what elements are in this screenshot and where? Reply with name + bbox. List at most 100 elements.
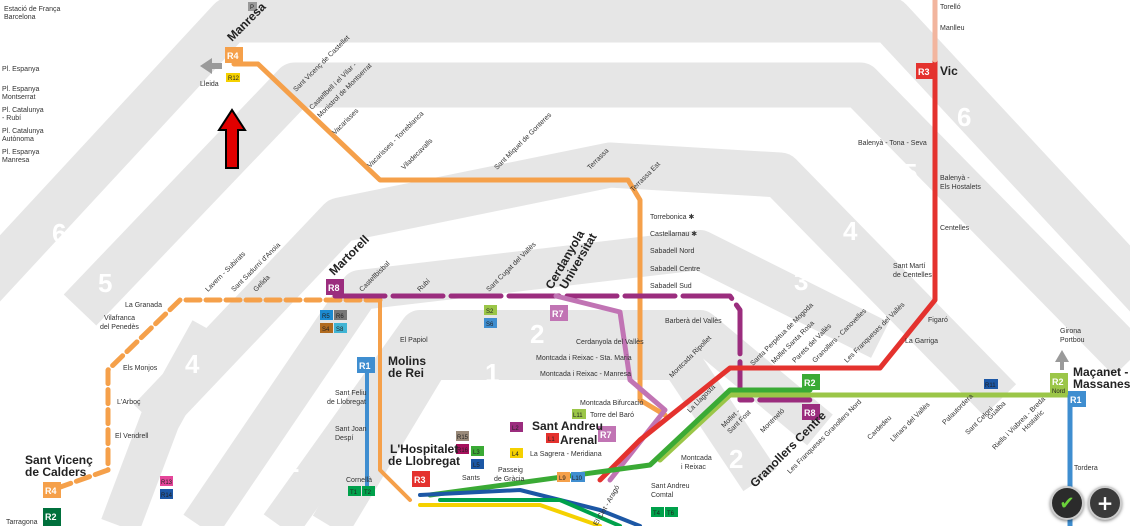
- zone-label: 3a: [402, 228, 431, 258]
- svg-text:R12: R12: [228, 76, 240, 82]
- station-hospitalet-2: de Llobregat: [388, 454, 460, 468]
- svg-text:S8: S8: [336, 327, 344, 333]
- station-sant-vicenc-calders-2: de Calders: [25, 465, 87, 479]
- badge-r4-calders: R4: [43, 482, 61, 498]
- check-button[interactable]: ✔: [1050, 486, 1084, 520]
- badge-r16: R16: [456, 444, 469, 454]
- r8-line: [332, 293, 813, 403]
- station-el-papiol: El Papiol: [400, 337, 428, 344]
- zone-label: 4: [485, 106, 500, 136]
- svg-text:S4: S4: [322, 327, 330, 333]
- station-estacio-franca-1: Estació de França: [4, 6, 61, 13]
- badge-l9: L9: [557, 472, 570, 482]
- station-autonoma: Autònoma: [2, 136, 34, 143]
- svg-text:L1: L1: [548, 437, 555, 443]
- station-montserrat: Montserrat: [2, 94, 36, 101]
- zone-label: 4: [843, 216, 858, 246]
- station-passeig-1: Passeig: [498, 467, 523, 474]
- svg-text:Nord: Nord: [1052, 389, 1065, 395]
- station-sants: Sants: [462, 475, 480, 482]
- svg-text:R1: R1: [1070, 395, 1082, 405]
- station-arenal: Arenal: [560, 433, 597, 447]
- r4-line-north: [231, 61, 668, 418]
- badge-t4: T4: [651, 507, 664, 517]
- station-macanet-2: Massanes: [1073, 377, 1130, 391]
- svg-text:R3: R3: [414, 475, 426, 485]
- zone-label: 3: [230, 394, 244, 424]
- check-icon: ✔: [1059, 492, 1075, 514]
- station-torrebonica: Torrebonica ✱: [650, 213, 695, 221]
- badge-r5: R5: [320, 310, 333, 320]
- svg-text:P: P: [250, 5, 254, 11]
- badge-l5: L5: [471, 459, 484, 469]
- badge-s2: S2: [484, 305, 497, 315]
- station-sant-joan-2: Despí: [335, 435, 353, 442]
- zone-label: 2: [729, 444, 743, 474]
- station-castellarnau: Castellarnau ✱: [650, 230, 697, 238]
- badge-r14: R14: [160, 489, 173, 499]
- badge-l10: L10: [571, 472, 585, 482]
- station-figaro: Figaró: [928, 317, 948, 324]
- station-sagrera: La Sagrera - Meridiana: [530, 451, 602, 458]
- station-sant-andreu: Sant Andreu: [532, 419, 603, 433]
- station-vacarisses-torre: Vacarisses - Torreblanca: [366, 110, 425, 169]
- plus-icon: +: [1096, 491, 1114, 515]
- svg-text:L2: L2: [512, 426, 519, 432]
- station-tordera: Tordera: [1074, 465, 1098, 472]
- zone-numbers: 6 5 4 3a 3 2 1 4 5 6 4 5 6 3 2 4 3 2: [52, 38, 971, 478]
- badge-r1-macanet: R1: [1068, 391, 1086, 407]
- station-torre-baro: Torre del Baró: [590, 412, 634, 419]
- station-sabadell-sud: Sabadell Sud: [650, 283, 692, 290]
- badge-r12: R12: [226, 73, 240, 82]
- svg-text:R6: R6: [336, 314, 344, 320]
- station-el-vendrell: El Vendrell: [115, 433, 149, 440]
- svg-text:R13: R13: [161, 480, 173, 486]
- red-arrow-icon: [217, 108, 247, 169]
- station-macanet-1: Maçanet -: [1073, 365, 1128, 379]
- station-centelles: Centelles: [940, 225, 970, 232]
- station-sabadell-centre: Sabadell Centre: [650, 266, 700, 273]
- zone-label: 1: [485, 358, 499, 388]
- r2-line: [427, 387, 813, 498]
- svg-text:R8: R8: [328, 283, 340, 293]
- badge-s4: S4: [320, 323, 333, 333]
- svg-text:R11: R11: [985, 383, 996, 389]
- station-pl-espanya-2: Pl. Espanya: [2, 86, 39, 93]
- station-montcada-bif: Montcada Bifurcació: [580, 400, 644, 407]
- svg-text:R3: R3: [918, 67, 930, 77]
- station-pl-catalunya-2: Pl. Catalunya: [2, 128, 44, 135]
- svg-text:R7: R7: [552, 309, 564, 319]
- zone-label: 2: [285, 448, 299, 478]
- station-viladecavalls: Viladecavalls: [400, 137, 434, 171]
- svg-text:R7: R7: [600, 430, 612, 440]
- svg-text:L11: L11: [573, 413, 583, 419]
- station-montcada-reixac: Montcada i Reixac - Sta. Maria: [536, 355, 632, 362]
- station-sant-feliu-1: Sant Feliu: [335, 390, 367, 397]
- svg-text:R14: R14: [161, 493, 173, 499]
- station-cerdanyola-valles: Cerdanyola del Vallès: [576, 339, 644, 346]
- zoom-in-button[interactable]: +: [1088, 486, 1122, 520]
- zone-label: 2: [530, 319, 544, 349]
- badge-r6: R6: [334, 310, 347, 320]
- station-sant-feliu-2: de Llobregat: [327, 399, 366, 406]
- svg-text:L5: L5: [473, 463, 480, 469]
- badge-l2: L2: [510, 422, 523, 432]
- station-portbou: Portbou: [1060, 337, 1085, 344]
- r4-line-llobregat: [378, 298, 412, 502]
- badge-t1: T1: [348, 486, 361, 496]
- svg-text:L10: L10: [572, 476, 583, 482]
- badge-r2-granollers: R2: [802, 374, 820, 390]
- station-els-monjos: Els Monjos: [123, 365, 158, 372]
- badge-l11: L11: [572, 409, 586, 419]
- badge-r15: R15: [456, 431, 469, 441]
- station-garriga: La Garriga: [905, 338, 938, 345]
- zone-label: 6: [957, 102, 971, 132]
- zone-label: 5: [98, 268, 112, 298]
- station-vic: Vic: [940, 64, 958, 78]
- svg-text:T1: T1: [350, 490, 358, 496]
- badge-r8-granollers: R8: [802, 404, 820, 420]
- station-arboc: L'Arboç: [117, 399, 141, 406]
